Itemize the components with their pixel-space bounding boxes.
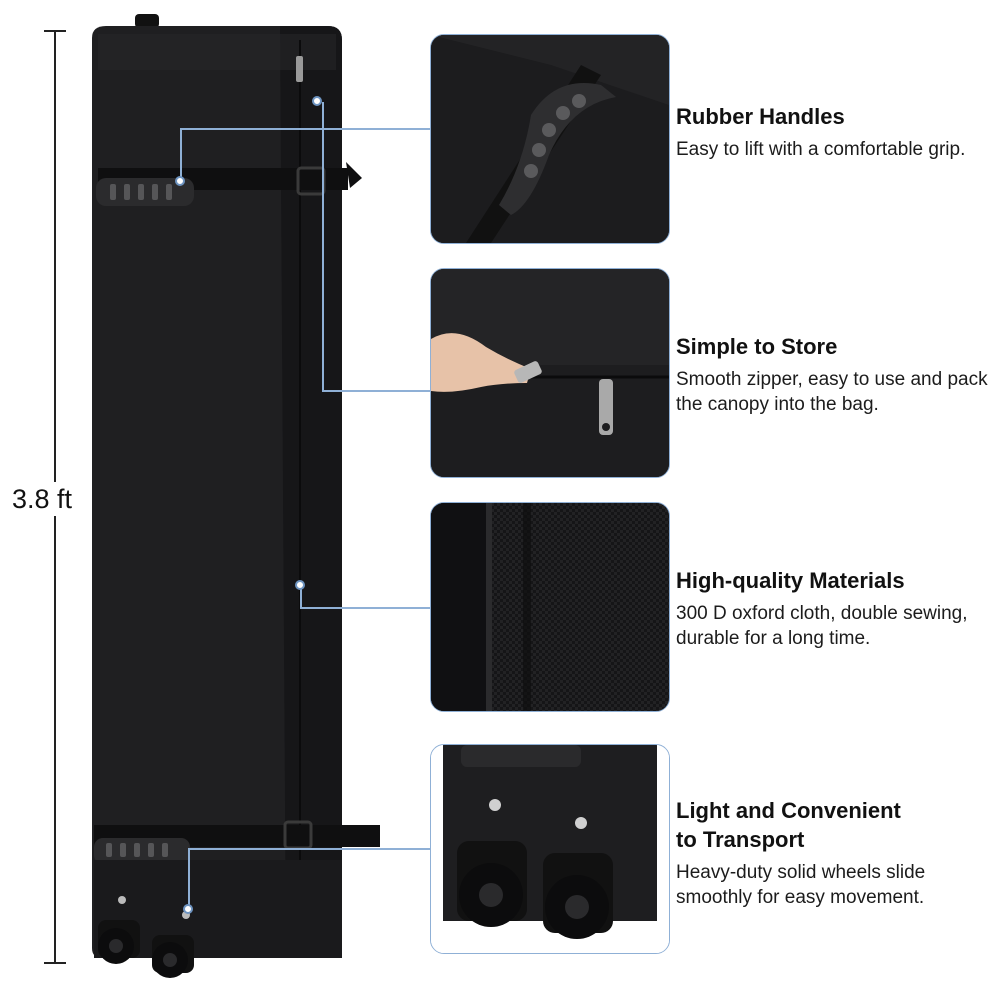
height-label: 3.8 ft xyxy=(12,482,73,516)
zipper-closeup-photo xyxy=(430,268,670,478)
feature-high-quality-materials: High-quality Materials 300 D oxford clot… xyxy=(430,502,990,712)
fabric-closeup-photo xyxy=(430,502,670,712)
carry-bag-illustration xyxy=(80,10,410,985)
feature-description: Easy to lift with a comfortable grip. xyxy=(676,139,966,160)
feature-title: High-quality Materials xyxy=(676,568,905,593)
connector-dot-wheels xyxy=(183,904,193,914)
feature-description: Smooth zipper, easy to use and pack the … xyxy=(676,369,988,415)
connector-wheels-v xyxy=(188,848,190,910)
connector-wheels-h xyxy=(188,848,430,850)
feature-rubber-handles: Rubber Handles Easy to lift with a comfo… xyxy=(430,34,990,244)
feature-title: Simple to Store xyxy=(676,334,838,359)
connector-dot-material xyxy=(295,580,305,590)
feature-title: Light and Convenient to Transport xyxy=(676,798,901,852)
connector-handles-h xyxy=(180,128,430,130)
connector-material-v xyxy=(300,586,302,608)
dimension-cap-bottom xyxy=(44,962,66,964)
feature-description: 300 D oxford cloth, double sewing, durab… xyxy=(676,603,968,649)
dimension-cap-top xyxy=(44,30,66,32)
connector-material-h xyxy=(300,607,430,609)
feature-simple-to-store: Simple to Store Smooth zipper, easy to u… xyxy=(430,268,990,478)
connector-dot-zipper xyxy=(312,96,322,106)
wheels-closeup-photo xyxy=(430,744,670,954)
feature-light-and-convenient: Light and Convenient to Transport Heavy-… xyxy=(430,744,990,954)
feature-text: Simple to Store Smooth zipper, easy to u… xyxy=(676,268,996,417)
connector-zipper-v xyxy=(322,102,324,392)
connector-dot-handles xyxy=(175,176,185,186)
feature-title: Rubber Handles xyxy=(676,104,845,129)
connector-zipper-h xyxy=(322,390,430,392)
feature-text: High-quality Materials 300 D oxford clot… xyxy=(676,502,996,651)
handle-closeup-photo xyxy=(430,34,670,244)
feature-text: Rubber Handles Easy to lift with a comfo… xyxy=(676,34,996,162)
feature-text: Light and Convenient to Transport Heavy-… xyxy=(676,744,996,910)
feature-description: Heavy-duty solid wheels slide smoothly f… xyxy=(676,862,926,908)
connector-handles-v xyxy=(180,128,182,180)
